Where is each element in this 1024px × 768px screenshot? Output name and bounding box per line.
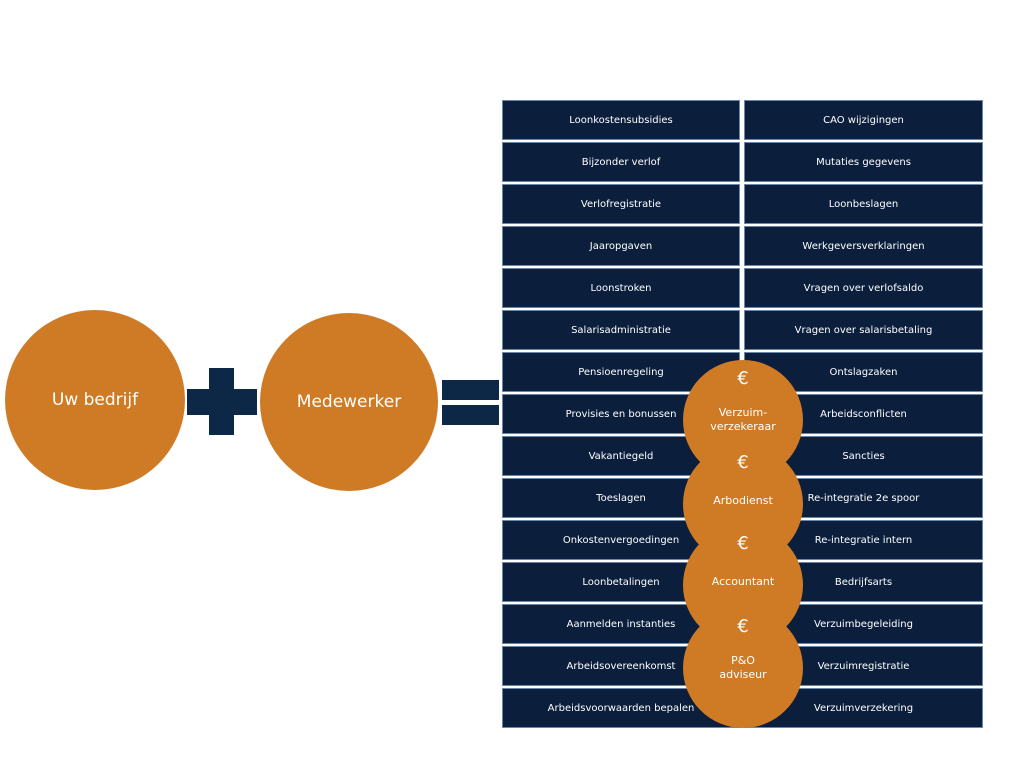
equals-sign-bottom bbox=[442, 405, 499, 425]
provider-circle-po-adviseur: € P&O adviseur bbox=[683, 608, 803, 728]
task-cell: Jaaropgaven bbox=[502, 226, 740, 266]
provider-label: Verzuim- verzekeraar bbox=[683, 406, 803, 434]
plus-sign-vertical bbox=[209, 368, 234, 435]
task-label: Verlofregistratie bbox=[580, 198, 662, 210]
task-label: Verzuimverzekering bbox=[813, 702, 914, 714]
task-label: Vakantiegeld bbox=[588, 450, 654, 462]
euro-icon: € bbox=[737, 368, 749, 389]
task-label: Vragen over salarisbetaling bbox=[794, 324, 933, 336]
provider-label-line: Accountant bbox=[711, 575, 775, 588]
task-label: CAO wijzigingen bbox=[823, 114, 904, 126]
task-label: Vragen over verlofsaldo bbox=[803, 282, 924, 294]
task-label: Verzuimbegeleiding bbox=[814, 618, 913, 630]
task-cell: Vragen over verlofsaldo bbox=[744, 268, 983, 308]
task-label: Re-integratie intern bbox=[814, 534, 913, 546]
task-label: Verzuimregistratie bbox=[817, 660, 910, 672]
euro-icon: € bbox=[737, 533, 749, 554]
euro-icon: € bbox=[737, 452, 749, 473]
company-circle: Uw bedrijf bbox=[5, 310, 185, 490]
task-label: Sancties bbox=[842, 450, 885, 462]
provider-label-line: Arbodienst bbox=[713, 494, 773, 507]
task-cell: Pensioenregeling bbox=[502, 352, 740, 392]
task-cell: Loonbeslagen bbox=[744, 184, 983, 224]
task-label: Provisies en bonussen bbox=[565, 408, 677, 420]
euro-icon: € bbox=[737, 616, 749, 637]
task-cell: Mutaties gegevens bbox=[744, 142, 983, 182]
provider-label: Arbodienst bbox=[683, 494, 803, 508]
task-label: Ontslagzaken bbox=[829, 366, 898, 378]
employee-circle: Medewerker bbox=[260, 313, 438, 491]
task-label: Arbeidsovereenkomst bbox=[566, 660, 676, 672]
task-label: Mutaties gegevens bbox=[816, 156, 911, 168]
task-cell: Loonstroken bbox=[502, 268, 740, 308]
task-cell: Bijzonder verlof bbox=[502, 142, 740, 182]
task-label: Arbeidsvoorwaarden bepalen bbox=[547, 702, 695, 714]
employee-label: Medewerker bbox=[296, 392, 402, 412]
task-label: Loonkostensubsidies bbox=[569, 114, 673, 126]
provider-label-line: adviseur bbox=[719, 668, 767, 681]
task-cell: Werkgeversverklaringen bbox=[744, 226, 983, 266]
provider-label: Accountant bbox=[683, 575, 803, 589]
task-label: Loonbetalingen bbox=[582, 576, 660, 588]
task-label: Loonstroken bbox=[590, 282, 652, 294]
task-cell: Salarisadministratie bbox=[502, 310, 740, 350]
provider-label-line: P&O bbox=[731, 654, 755, 667]
task-label: Aanmelden instanties bbox=[566, 618, 676, 630]
task-label: Re-integratie 2e spoor bbox=[807, 492, 920, 504]
task-label: Toeslagen bbox=[596, 492, 646, 504]
company-label: Uw bedrijf bbox=[51, 390, 139, 410]
task-cell: Vragen over salarisbetaling bbox=[744, 310, 983, 350]
task-label: Bijzonder verlof bbox=[581, 156, 661, 168]
task-label: Werkgeversverklaringen bbox=[802, 240, 925, 252]
task-label: Salarisadministratie bbox=[571, 324, 671, 336]
task-label: Pensioenregeling bbox=[578, 366, 664, 378]
provider-label: P&O adviseur bbox=[683, 654, 803, 682]
task-label: Jaaropgaven bbox=[589, 240, 653, 252]
task-label: Loonbeslagen bbox=[828, 198, 899, 210]
task-cell: CAO wijzigingen bbox=[744, 100, 983, 140]
task-label: Onkostenvergoedingen bbox=[562, 534, 680, 546]
task-cell: Verlofregistratie bbox=[502, 184, 740, 224]
equals-sign-top bbox=[442, 380, 499, 400]
provider-label-line: Verzuim- bbox=[718, 406, 768, 419]
provider-label-line: verzekeraar bbox=[710, 420, 776, 433]
task-label: Arbeidsconflicten bbox=[820, 408, 907, 420]
task-cell: Loonkostensubsidies bbox=[502, 100, 740, 140]
task-label: Bedrijfsarts bbox=[834, 576, 893, 588]
